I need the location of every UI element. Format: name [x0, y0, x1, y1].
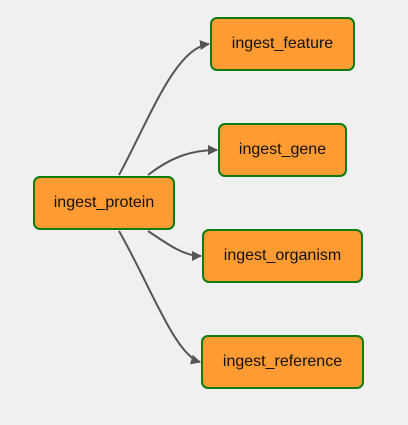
edge-protein-to-feature	[118, 40, 210, 176]
task-node-label: ingest_gene	[238, 141, 327, 158]
task-node-ingest-gene[interactable]: ingest_gene	[218, 123, 347, 177]
task-node-ingest-reference[interactable]: ingest_reference	[201, 335, 364, 389]
task-node-ingest-feature[interactable]: ingest_feature	[210, 17, 355, 71]
task-node-ingest-organism[interactable]: ingest_organism	[202, 229, 363, 283]
task-node-label: ingest_reference	[222, 353, 343, 370]
edge-protein-to-organism	[147, 230, 202, 261]
task-node-ingest-protein[interactable]: ingest_protein	[33, 176, 175, 230]
edge-protein-to-reference	[118, 230, 201, 365]
edge-protein-to-gene	[147, 145, 218, 176]
task-node-label: ingest_protein	[53, 194, 155, 211]
task-node-label: ingest_feature	[231, 35, 334, 52]
task-node-label: ingest_organism	[223, 247, 342, 264]
